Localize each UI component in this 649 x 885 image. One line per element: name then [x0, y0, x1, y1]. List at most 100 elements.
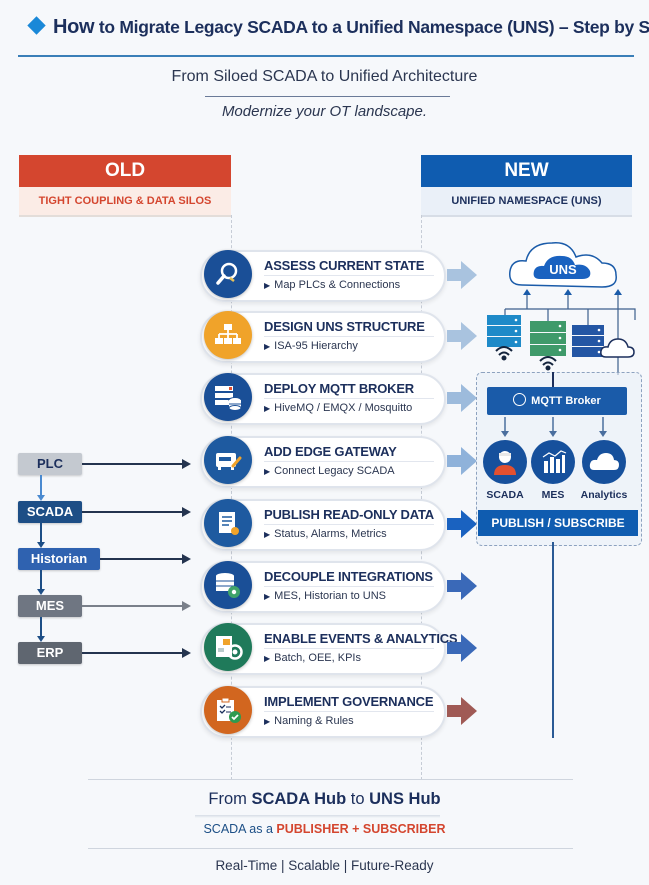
publish-subscribe-bar: PUBLISH / SUBSCRIBE	[478, 510, 638, 536]
legacy-system-scada: SCADA	[18, 501, 82, 523]
step-title: DESIGN UNS STRUCTURE	[264, 319, 425, 334]
step-card: IMPLEMENT GOVERNANCE▶Naming & Rules	[200, 686, 446, 738]
step-card: ENABLE EVENTS & ANALYTICS▶Batch, OEE, KP…	[200, 623, 458, 675]
role-lead: SCADA as a	[203, 822, 277, 836]
stack-connector	[40, 475, 42, 496]
diamond-icon	[27, 16, 46, 35]
node-mes	[531, 440, 575, 484]
hub-mid: to	[346, 790, 370, 808]
arrowhead-icon	[182, 554, 191, 564]
bus-line	[505, 308, 636, 320]
footer-divider-bottom	[88, 848, 573, 849]
gateway-icon	[204, 436, 252, 484]
down-arrowhead-icon	[37, 542, 45, 548]
legacy-link-line	[82, 463, 182, 465]
step-divider	[264, 586, 434, 587]
stack-connector	[40, 523, 42, 543]
dashboard-gear-icon	[204, 623, 252, 671]
step-arrow-icon	[447, 322, 477, 350]
bar-chart-icon	[542, 450, 567, 473]
legacy-system-mes: MES	[18, 595, 82, 617]
step-detail-text: Batch, OEE, KPIs	[274, 652, 361, 664]
tagline: Modernize your OT landscape.	[221, 103, 428, 120]
step-divider	[264, 461, 434, 462]
step-divider	[264, 398, 434, 399]
arrowhead-icon	[182, 648, 191, 658]
step-arrow-icon	[447, 447, 477, 475]
legacy-link-line	[82, 511, 182, 513]
uns-cloud-label: UNS	[549, 262, 577, 277]
wifi-icon	[495, 346, 513, 361]
step-detail: ▶Status, Alarms, Metrics	[264, 528, 387, 540]
step-card: ADD EDGE GATEWAY ▶Connect Legacy SCADA	[200, 436, 446, 488]
step-arrow-icon	[447, 572, 477, 600]
new-header: NEW	[421, 155, 632, 187]
server-database-icon	[204, 373, 252, 421]
wifi-icon	[539, 356, 557, 371]
step-title: DECOUPLE INTEGRATIONS	[264, 569, 433, 584]
step-divider	[264, 524, 434, 525]
down-arrowhead-icon	[37, 589, 45, 595]
down-arrowhead-icon	[37, 636, 45, 642]
legacy-system-erp: ERP	[18, 642, 82, 664]
step-title: PUBLISH READ-ONLY DATA	[264, 507, 434, 522]
step-title: ADD EDGE GATEWAY	[264, 444, 397, 459]
hierarchy-icon	[204, 311, 252, 359]
step-divider	[264, 336, 434, 337]
hub-statement: From SCADA Hub to UNS Hub	[0, 790, 649, 809]
step-card: PUBLISH READ-ONLY DATA ▶Status, Alarms, M…	[200, 499, 446, 551]
legacy-link-line	[82, 605, 182, 607]
legacy-link-line	[82, 652, 182, 654]
triangle-bullet-icon: ▶	[264, 654, 271, 663]
step-arrow-icon	[447, 510, 477, 538]
step-detail: ▶MES, Historian to UNS	[264, 590, 386, 602]
cloud-icon	[589, 453, 619, 470]
broker-arrows	[501, 417, 607, 437]
step-divider	[264, 648, 434, 649]
legacy-link-line	[100, 558, 182, 560]
down-arrowhead-icon	[37, 495, 45, 501]
node-label-mes: MES	[541, 489, 565, 501]
stack-connector	[40, 617, 42, 637]
new-column-guide	[421, 215, 422, 780]
hub-from: From	[208, 790, 252, 808]
step-arrow-icon	[447, 697, 477, 725]
operator-icon	[494, 451, 516, 475]
step-detail-text: Connect Legacy SCADA	[274, 465, 395, 477]
step-detail-text: Status, Alarms, Metrics	[274, 528, 387, 540]
step-title: DEPLOY MQTT BROKER	[264, 381, 415, 396]
title-lead: How	[53, 16, 95, 38]
step-detail-text: Naming & Rules	[274, 715, 354, 727]
node-label-analytics: Analytics	[580, 489, 628, 501]
triangle-bullet-icon: ▶	[264, 281, 271, 290]
footer-divider-top	[88, 779, 573, 780]
server-icon	[530, 321, 566, 356]
server-icon	[487, 315, 521, 347]
triangle-bullet-icon: ▶	[264, 530, 271, 539]
triangle-bullet-icon: ▶	[264, 717, 271, 726]
checklist-icon	[204, 686, 252, 734]
uns-cloud-icon	[509, 242, 617, 288]
title-divider	[18, 55, 634, 57]
node-scada	[483, 440, 527, 484]
magnifier-icon	[204, 250, 252, 298]
subtitle-divider	[205, 96, 450, 97]
broker-uplink	[552, 372, 554, 387]
mqtt-broker: MQTT Broker	[487, 387, 627, 415]
step-card: DEPLOY MQTT BROKER ▶HiveMQ / EMQX / Mosqu…	[200, 373, 446, 425]
hub-underline	[195, 815, 440, 818]
legacy-system-plc: PLC	[18, 453, 82, 475]
node-label-scada: SCADA	[486, 489, 524, 501]
step-detail-text: Map PLCs & Connections	[274, 279, 401, 291]
step-detail: ▶Batch, OEE, KPIs	[264, 652, 361, 664]
step-title: ASSESS CURRENT STATE	[264, 258, 425, 273]
step-detail: ▶HiveMQ / EMQX / Mosquitto	[264, 402, 412, 414]
triangle-bullet-icon: ▶	[264, 404, 271, 413]
step-detail: ▶Connect Legacy SCADA	[264, 465, 395, 477]
old-header: OLD	[19, 155, 231, 187]
arrowhead-icon	[182, 601, 191, 611]
document-icon	[204, 499, 252, 547]
page-title: How to Migrate Legacy SCADA to a Unified…	[27, 16, 649, 39]
triangle-bullet-icon: ▶	[264, 592, 271, 601]
triangle-bullet-icon: ▶	[264, 467, 271, 476]
